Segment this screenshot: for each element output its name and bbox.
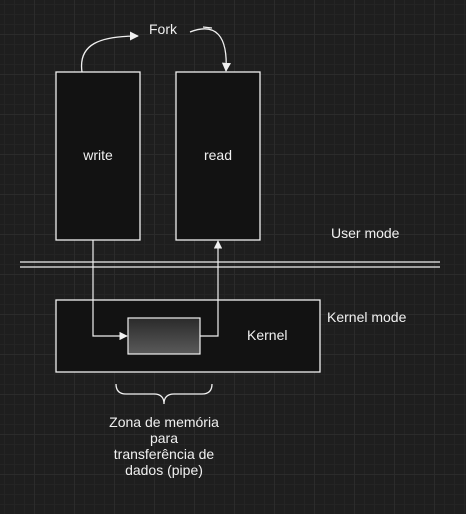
user-mode-label: User mode xyxy=(331,225,400,241)
fork-label: Fork xyxy=(149,21,177,37)
write-process-box[interactable] xyxy=(55,71,141,241)
kernel-label: Kernel xyxy=(247,327,288,343)
pipe-buffer[interactable] xyxy=(127,317,201,355)
read-process-box[interactable] xyxy=(175,71,261,241)
kernel-mode-label: Kernel mode xyxy=(327,309,407,325)
memory-zone-label: Zona de memória para transferência de da… xyxy=(109,414,219,478)
write-to-buffer-arrow xyxy=(92,240,128,341)
fork-arrow-left xyxy=(80,31,139,73)
fork-arrow-right xyxy=(189,28,232,72)
memory-zone-brace xyxy=(115,383,213,405)
fork-dash-mark xyxy=(202,26,213,29)
write-process-label: write xyxy=(83,147,113,163)
read-process-label: read xyxy=(203,147,233,163)
buffer-to-read-arrow xyxy=(200,240,223,337)
